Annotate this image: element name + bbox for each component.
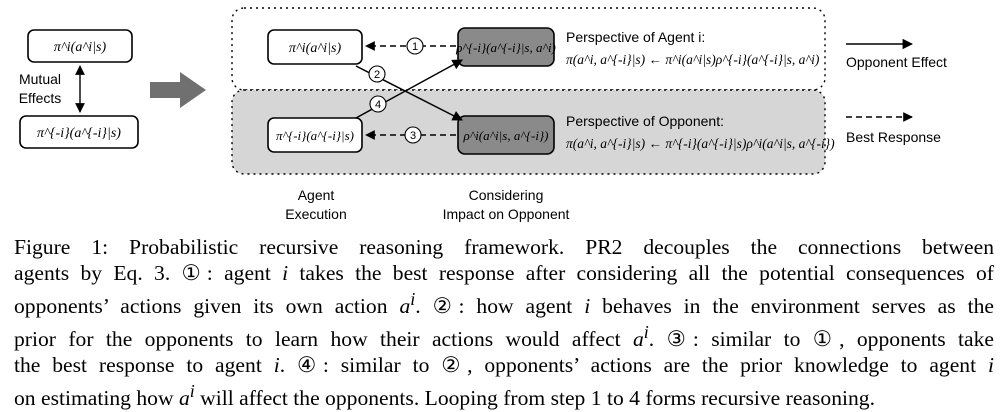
step2-number: 2 (374, 69, 380, 81)
step3-number: 3 (410, 130, 416, 142)
caption-line-4: prior for the opponents to learn how the… (14, 322, 994, 352)
legend-dashed-label: Best Response (846, 129, 941, 145)
mutual-label-line2: Effects (19, 90, 62, 106)
pr2-framework-figure: π^i(a^i|s) π^{-i}(a^{-i}|s) Mutual Effec… (19, 7, 947, 222)
rho-opponent-label: ρ^{-i}(a^{-i}|s, a^i) (455, 40, 556, 55)
caption-line-2: agents by Eq. 3. ①: agent i takes the be… (14, 261, 994, 285)
perspective-opponent-title: Perspective of Opponent: (566, 113, 724, 129)
agent-policy-label: π^i(a^i|s) (289, 41, 342, 56)
perspective-agent-equation: π(a^i, a^{-i}|s) ← π^i(a^i|s)ρ^{-i}(a^{-… (566, 52, 820, 67)
perspective-agent-title: Perspective of Agent i: (566, 29, 705, 45)
considering-impact-label-line2: Impact on Opponent (443, 206, 570, 222)
step1-circle (406, 37, 424, 55)
rho-opponent-box (457, 27, 555, 67)
left-policy-box-agent (27, 29, 133, 63)
step4-circle (369, 95, 387, 113)
caption-line-6: on estimating how ai will affect the opp… (14, 381, 875, 411)
left-policy-agent-label: π^i(a^i|s) (54, 40, 107, 55)
perspective-opponent-equation: π(a^i, a^{-i}|s) ← π^{-i}(a^{-i}|s)ρ^i(a… (566, 136, 835, 151)
left-policy-box-opponent (19, 115, 139, 149)
caption-line-1: Figure 1: Probabilistic recursive reason… (14, 235, 994, 259)
caption-line-3: opponents’ actions given its own action … (14, 289, 994, 319)
agent-execution-label-line1: Agent (298, 187, 335, 203)
legend-solid-label: Opponent Effect (846, 54, 947, 70)
rho-agent-box (457, 115, 555, 155)
transition-arrow-icon (150, 72, 206, 108)
step3-circle (404, 126, 422, 144)
step2-circle (368, 65, 386, 83)
opponent-policy-label: π^{-i}(a^{-i}|s) (276, 128, 354, 143)
figure-caption: Figure 1: Probabilistic recursive reason… (14, 234, 994, 412)
agent-execution-label-line2: Execution (285, 206, 346, 222)
considering-impact-label-line1: Considering (469, 187, 544, 203)
agent-policy-box (267, 29, 363, 65)
caption-line-5: the best response to agent i. ④: similar… (14, 353, 994, 378)
left-policy-opponent-label: π^{-i}(a^{-i}|s) (37, 126, 121, 141)
mutual-label-line1: Mutual (19, 71, 61, 87)
step4-number: 4 (375, 99, 381, 111)
opponent-policy-box (267, 117, 363, 153)
rho-agent-label: ρ^i(a^i|s, a^{-i}) (462, 128, 548, 143)
step1-number: 1 (412, 41, 418, 53)
